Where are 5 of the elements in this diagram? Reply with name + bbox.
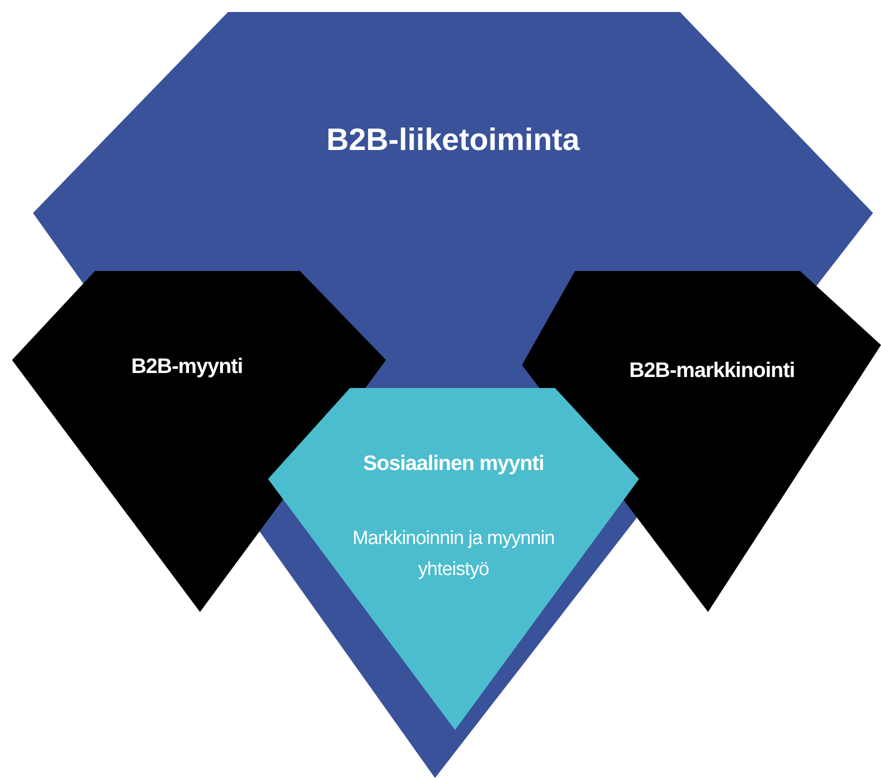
node-heading: B2B-liiketoiminta: [325, 121, 581, 159]
node-description: Markkinoinnin ja myynnin yhteistyö: [352, 527, 556, 582]
node-heading: Sosiaalinen myynti: [362, 451, 545, 477]
node-heading: B2B-markkinointi: [628, 358, 796, 384]
node-heading: B2B-myynti: [130, 354, 244, 380]
